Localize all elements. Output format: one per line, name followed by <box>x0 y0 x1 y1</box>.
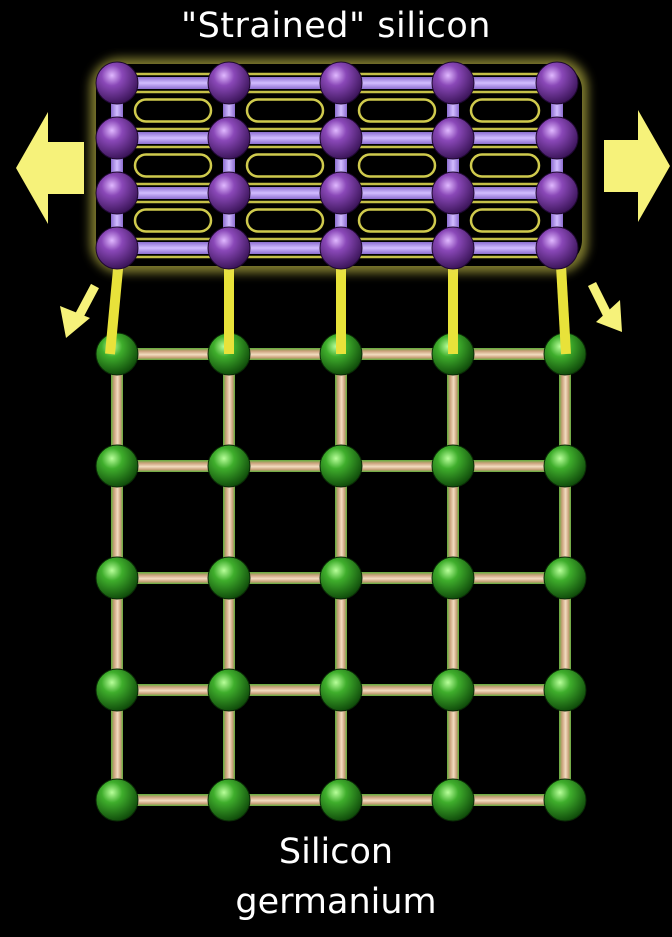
sige-atom <box>544 669 586 711</box>
sige-atom <box>96 333 138 375</box>
sige-atom <box>96 445 138 487</box>
strained-atom <box>432 62 474 104</box>
strained-atom <box>96 172 138 214</box>
sige-atom <box>432 445 474 487</box>
sige-atom <box>208 445 250 487</box>
strained-atom <box>432 172 474 214</box>
strained-silicon-label: "Strained" silicon <box>0 6 672 46</box>
strained-atom <box>432 117 474 159</box>
strained-silicon-lattice <box>90 58 588 273</box>
silicon-germanium-lattice <box>96 333 586 821</box>
sige-atom <box>544 779 586 821</box>
silicon-germanium-label-line1: Silicon <box>0 832 672 872</box>
strained-atom <box>536 117 578 159</box>
strained-atom <box>96 227 138 269</box>
sige-atom <box>320 557 362 599</box>
arrow-down-right-icon <box>592 284 622 332</box>
strained-atom <box>320 172 362 214</box>
sige-atom <box>208 779 250 821</box>
strained-atom <box>536 227 578 269</box>
strained-atom <box>208 62 250 104</box>
strained-atom <box>208 172 250 214</box>
strained-atom <box>96 117 138 159</box>
sige-atom <box>432 557 474 599</box>
strained-atom <box>536 62 578 104</box>
sige-atom <box>96 669 138 711</box>
sige-atom <box>320 779 362 821</box>
strained-atom <box>320 117 362 159</box>
strained-atom <box>208 227 250 269</box>
sige-atom <box>432 779 474 821</box>
sige-atom <box>320 669 362 711</box>
strained-atom <box>208 117 250 159</box>
sige-atom <box>96 557 138 599</box>
arrow-right-icon <box>604 110 670 222</box>
strained-atom <box>320 62 362 104</box>
silicon-germanium-label-line2: germanium <box>0 882 672 922</box>
strained-atom <box>320 227 362 269</box>
sige-atom <box>544 557 586 599</box>
strained-atom <box>432 227 474 269</box>
sige-atom <box>96 779 138 821</box>
sige-atom <box>320 445 362 487</box>
sige-atom <box>544 445 586 487</box>
sige-atom <box>208 557 250 599</box>
arrow-down-left-icon <box>60 286 95 338</box>
strained-atom <box>536 172 578 214</box>
arrow-left-icon <box>16 112 84 224</box>
sige-atom <box>432 669 474 711</box>
sige-atom <box>208 669 250 711</box>
strained-atom <box>96 62 138 104</box>
